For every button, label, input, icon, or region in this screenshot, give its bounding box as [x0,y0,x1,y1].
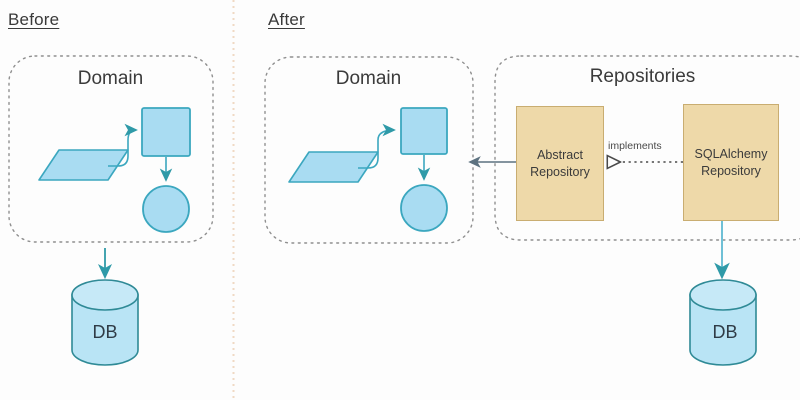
node-sqlalchemy-repository-label: SQLAlchemy Repository [694,146,768,178]
section-label-before: Before [8,10,60,29]
group-domain-before [8,55,214,243]
group-title-domain-before: Domain [77,68,144,89]
shape-parallelogram-before [38,149,129,181]
edge-parallelogram-to-square-before [108,123,138,167]
node-db-after-label: DB [712,322,738,342]
group-title-repositories: Repositories [589,66,696,87]
shape-circle-after [400,184,448,232]
node-abstract-repository[interactable]: Abstract Repository [516,106,604,221]
shape-parallelogram-after [288,151,379,183]
shape-square-after [400,107,448,155]
node-db-before-label: DB [92,322,118,342]
shape-db-cylinder-after [689,279,757,366]
section-label-after: After [268,10,305,29]
group-domain-after [264,56,474,244]
edge-label-implements: implements [606,140,664,152]
node-abstract-repository-label: Abstract Repository [530,147,590,179]
shape-db-cylinder-before [71,279,139,366]
edge-parallelogram-to-square-after [358,123,396,169]
group-title-domain-after: Domain [335,68,402,89]
shape-square-before [141,107,191,157]
node-sqlalchemy-repository[interactable]: SQLAlchemy Repository [683,104,779,221]
shape-circle-before [142,185,190,233]
